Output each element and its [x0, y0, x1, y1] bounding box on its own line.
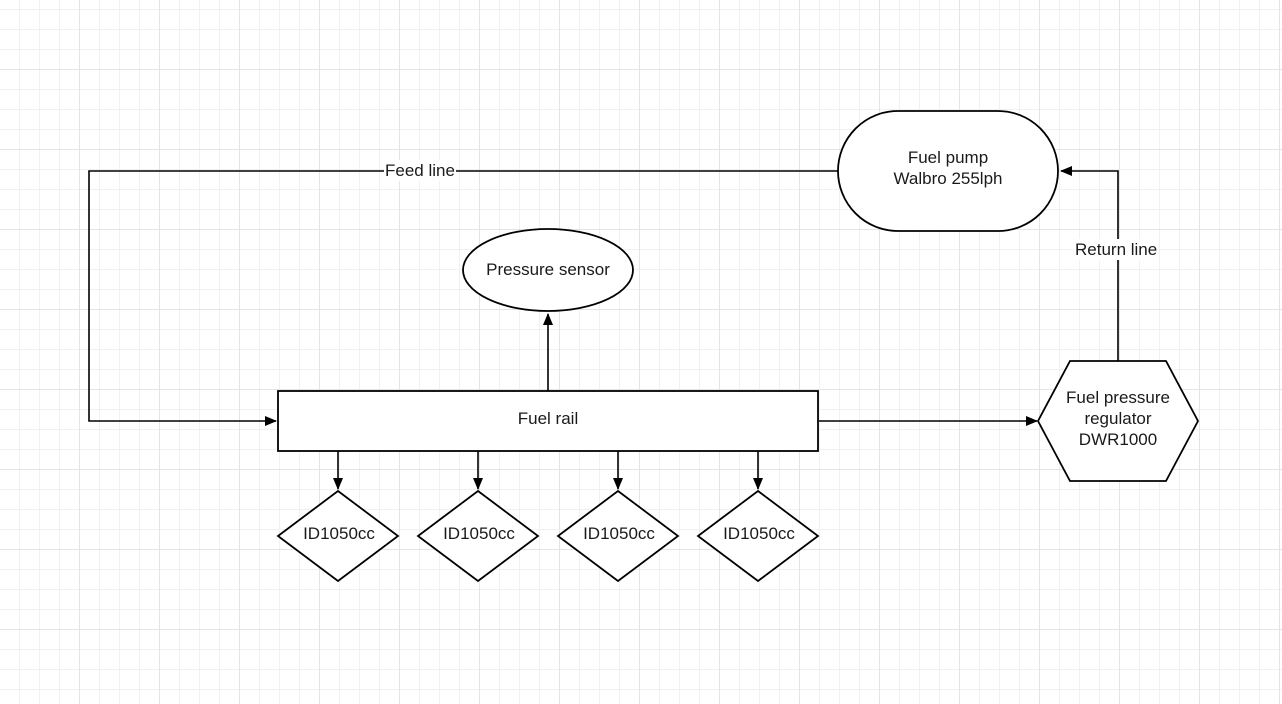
injector-4-shape[interactable] [696, 489, 820, 583]
fuel-rail-label: Fuel rail [517, 409, 579, 428]
return-line-connector[interactable] [1060, 166, 1119, 361]
fuel-rail-shape[interactable] [277, 390, 819, 452]
injector-2-shape[interactable] [416, 489, 540, 583]
fuel-pump-label-line-2: Walbro 255lph [893, 169, 1003, 188]
injector-2-label: ID1050cc [443, 524, 515, 543]
regulator-label-line-2: regulator [1084, 409, 1152, 428]
feed-line-label: Feed line [384, 160, 456, 181]
pressure-sensor-label: Pressure sensor [486, 260, 610, 279]
regulator-label: Fuel pressure regulator DWR1000 [1038, 387, 1198, 450]
fuel-pump-shape[interactable] [837, 110, 1059, 232]
feed-line-connector[interactable] [88, 170, 838, 426]
return-line-label: Return line [1074, 239, 1159, 260]
regulator-label-line-1: Fuel pressure [1066, 388, 1170, 407]
injector-4-label: ID1050cc [723, 524, 795, 543]
injector-1-label: ID1050cc [303, 524, 375, 543]
fuel-pump-label: Fuel pump Walbro 255lph [858, 147, 1038, 189]
fuel-pump-label-line-1: Fuel pump [907, 148, 989, 167]
regulator-shape[interactable] [1036, 360, 1200, 482]
injector-3-label: ID1050cc [583, 524, 655, 543]
pressure-sensor-shape[interactable] [462, 228, 634, 312]
regulator-label-line-3: DWR1000 [1078, 430, 1158, 449]
injector-1-shape[interactable] [276, 489, 400, 583]
injector-3-shape[interactable] [556, 489, 680, 583]
